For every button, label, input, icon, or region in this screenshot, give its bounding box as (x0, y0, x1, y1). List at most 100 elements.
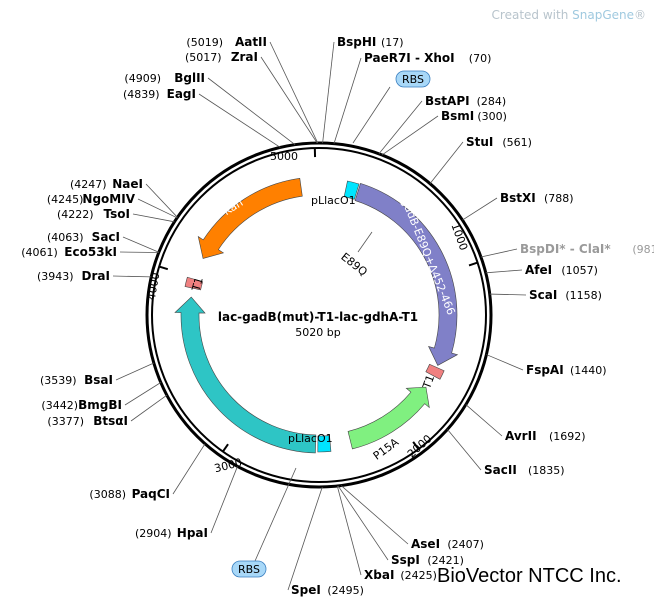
enzyme-paqci: PaqCI (3088) (89, 443, 206, 501)
enzyme-afei: AfeI (1057) (485, 263, 598, 277)
enzyme-name: PaqCI (132, 487, 170, 501)
tick-label-3000: 3000 (213, 456, 243, 475)
enzyme-position: (981) (632, 243, 654, 256)
enzyme-position: (4222) (57, 208, 94, 221)
enzyme-name: AfeI (525, 263, 552, 277)
enzyme-zrai: ZraI (5017) (185, 50, 318, 144)
enzyme-tsoi: TsoI(4222) (57, 207, 175, 223)
enzyme-name: FspAI (526, 363, 564, 377)
enzyme-position: (3088) (89, 488, 126, 501)
enzyme-position: (1692) (549, 430, 586, 443)
enzyme-position: (4063) (47, 231, 84, 244)
enzyme-bts-i: BtsαI (3377) (47, 394, 168, 428)
enzyme-sspi: SspI (2421) (337, 485, 464, 567)
enzyme-position: (5017) (185, 51, 222, 64)
enzyme-position: (3442) (41, 399, 78, 412)
rbs-top-label: RBS (402, 73, 424, 86)
feature-label-2: T1 (420, 373, 437, 391)
enzyme-drai: DraI(3943) (37, 269, 152, 283)
enzyme-name: NaeI (112, 177, 143, 191)
enzyme-name: BmgBI (78, 398, 122, 412)
enzyme-bsphi: BspHI (17) (322, 35, 404, 144)
feature-t1-b (184, 276, 204, 291)
enzyme-name: ZraI (231, 50, 258, 64)
feature-gdha (174, 296, 317, 454)
enzyme-position: (284) (477, 95, 507, 108)
e89q-lead (357, 231, 373, 253)
enzyme-bsai: BsaI (3539) (40, 362, 154, 387)
enzyme-name: BstAPI (425, 94, 470, 108)
feature-label-1: gadB-E89Q+Δ452-466 (399, 197, 458, 317)
enzyme-name: SacII (484, 463, 517, 477)
enzyme-hpai: HpaI(2904) (135, 466, 238, 540)
enzyme-position: (3539) (40, 374, 77, 387)
enzyme-bmgbi: BmgBI(3442) (41, 382, 162, 412)
company-label: BioVector NTCC Inc. (437, 565, 622, 587)
tick-mark-3000 (222, 443, 229, 453)
enzyme-name: SacI (92, 230, 120, 244)
enzyme-eco53ki: Eco53kI (4061) (21, 245, 159, 259)
tick-mark-4000 (158, 265, 169, 271)
feature-t1-a (425, 363, 445, 380)
enzyme-position: (4247) (70, 178, 107, 191)
enzyme-stui: StuI (561) (429, 135, 532, 184)
feature-p15a (347, 386, 430, 450)
enzyme-avrii: AvrII(1692) (465, 404, 586, 443)
enzyme-bspdi-clai-: BspDI* - ClaI* (981) (480, 242, 654, 258)
enzyme-position: (4061) (21, 246, 58, 259)
enzyme-name: BspHI (337, 35, 376, 49)
enzyme-name: BsaI (84, 373, 113, 387)
enzyme-name: PaeR7I - XhoI (364, 51, 455, 65)
enzyme-name: DraI (82, 269, 110, 283)
enzyme-xbai: XbaI (2425) (336, 485, 437, 582)
feature-kan (197, 178, 303, 259)
enzyme-position: (1057) (561, 264, 598, 277)
tick-mark-2000 (412, 441, 420, 450)
enzyme-name: EagI (167, 87, 196, 101)
enzyme-position: (561) (502, 136, 532, 149)
enzyme-aatii: AatII(5019) (186, 35, 319, 144)
feature-label-6: T1 (189, 276, 206, 294)
feature-label-4: pLlacO1 (288, 432, 333, 445)
enzyme-position: (4245) (47, 193, 84, 206)
enzyme-scai: ScaI(1158) (489, 288, 602, 302)
plasmid-name: lac-gadB(mut)-T1-lac-gdhA-T1 (218, 310, 418, 324)
enzyme-position: (4909) (124, 72, 161, 85)
backbone-outer (145, 141, 493, 489)
enzyme-spei: SpeI (2495) (287, 486, 364, 597)
enzyme-position: (5019) (186, 36, 223, 49)
rbs-bottom-label: RBS (238, 563, 260, 576)
enzyme-position: (3377) (47, 415, 84, 428)
enzyme-name: SpeI (291, 583, 321, 597)
enzyme-name: XbaI (364, 568, 394, 582)
enzyme-position: (2495) (327, 584, 364, 597)
enzyme-position: (17) (381, 36, 404, 49)
feature-pllaco1-b (317, 435, 332, 453)
enzyme-name: StuI (466, 135, 493, 149)
feature-gadb-e89q-452-466 (354, 183, 459, 366)
enzyme-name: BstXI (500, 191, 536, 205)
enzyme-bglii: BglII(4909) (124, 71, 296, 145)
enzyme-name: HpaI (177, 526, 208, 540)
enzyme-asei: AseI(2407) (340, 485, 484, 551)
enzyme-position: (1835) (528, 464, 565, 477)
enzyme-sacii: SacII (1835) (447, 429, 565, 477)
enzyme-position: (1158) (565, 289, 602, 302)
enzyme-name: BspDI* - ClaI* (520, 242, 611, 256)
rbs-top: RBS (352, 70, 431, 144)
enzyme-name: SspI (391, 553, 420, 567)
enzyme-position: (2421) (427, 554, 464, 567)
feature-pllaco1 (343, 180, 360, 200)
enzyme-position: (4839) (123, 88, 160, 101)
enzyme-name: BtsαI (93, 414, 128, 428)
rbs-bottom: RBS (231, 467, 297, 578)
enzyme-saci: SacI (4063) (47, 230, 160, 253)
enzyme-eagi: EagI (4839) (123, 87, 281, 148)
tick-mark-1000 (468, 261, 478, 267)
e89q-label: E89Q (338, 250, 370, 279)
enzyme-name: Eco53kI (64, 245, 117, 259)
enzyme-bstapi: BstAPI (284) (378, 94, 507, 155)
tick-label-4000: 4000 (145, 271, 163, 301)
enzyme-position: (2425) (400, 569, 437, 582)
